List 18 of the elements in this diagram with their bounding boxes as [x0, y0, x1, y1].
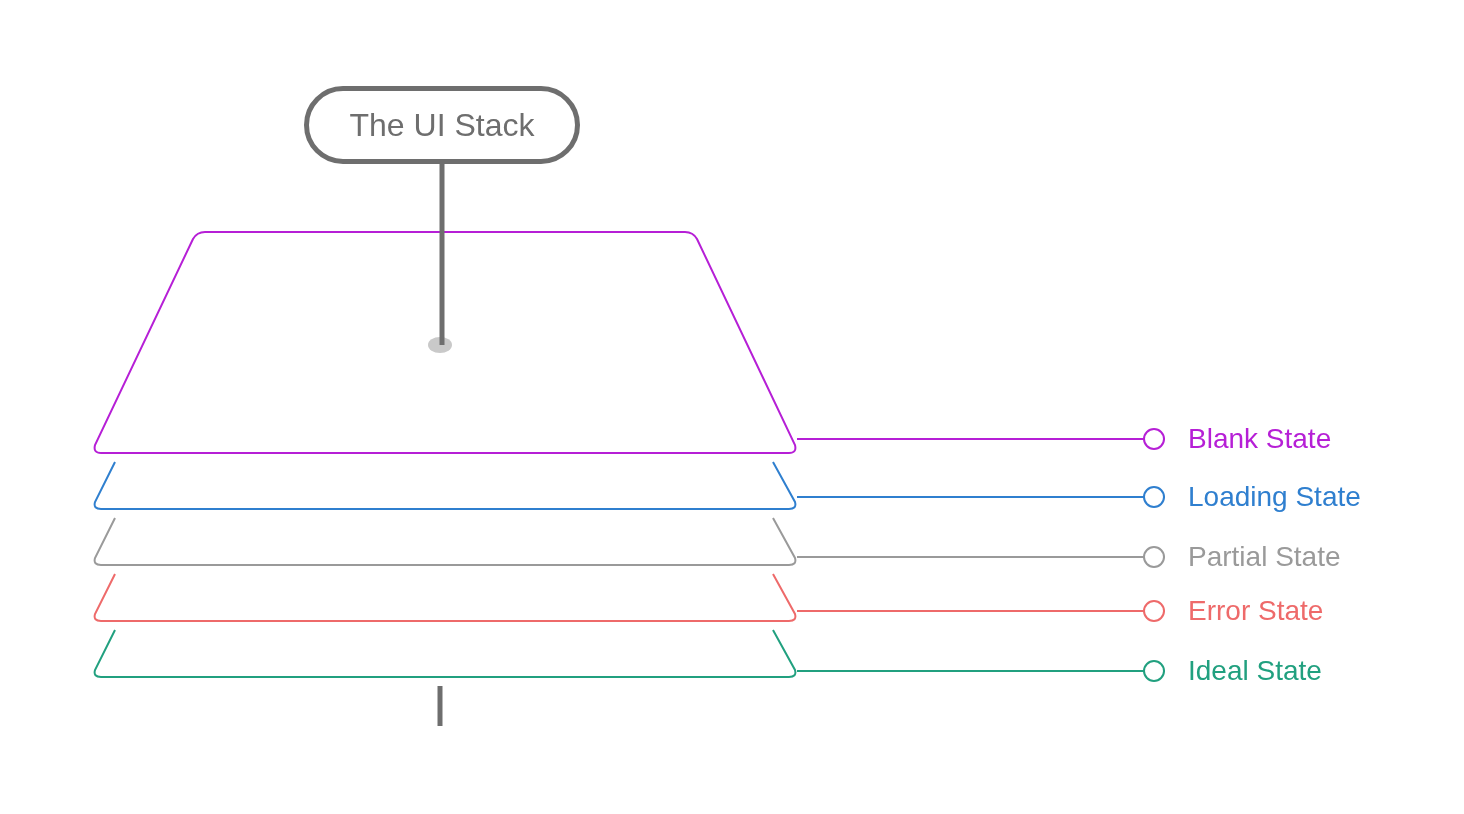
anchor-dot	[428, 337, 452, 353]
top-layer-outline	[93, 231, 797, 454]
state-label: Partial State	[1188, 540, 1341, 574]
stack-layer-outline	[93, 630, 797, 678]
leader-line	[796, 428, 1166, 450]
stack-layer-outline	[93, 462, 797, 510]
state-label: Blank State	[1188, 422, 1332, 456]
stack-layer-outline	[93, 518, 797, 566]
connector-line	[439, 164, 445, 345]
leader-line	[796, 486, 1166, 508]
leader-line	[796, 660, 1166, 682]
state-label: Error State	[1188, 594, 1324, 628]
state-label: Ideal State	[1188, 654, 1322, 688]
leader-line	[796, 600, 1166, 622]
stack-layer-outline	[93, 574, 797, 622]
title-pill: The UI Stack	[304, 86, 580, 164]
leader-line	[796, 546, 1166, 568]
state-label: Loading State	[1188, 480, 1361, 514]
